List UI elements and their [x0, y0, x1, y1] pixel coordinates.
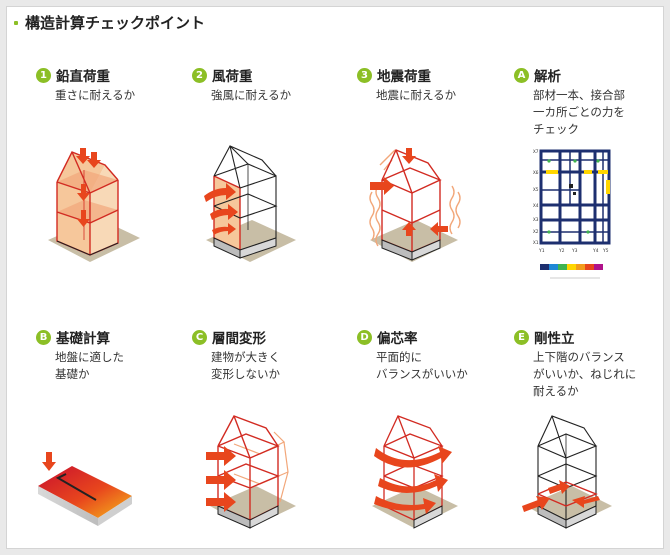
col-label: Y5 — [603, 248, 609, 254]
card-description: 平面的に バランスがいいか — [376, 350, 468, 381]
row-label: X4 — [533, 203, 539, 209]
card-analysis: A 解析 部材一本、接合部 一カ所ごとの力を チェック — [514, 66, 664, 138]
card-description: 地盤に適した 基礎か — [55, 350, 124, 381]
color-scale-legend — [540, 264, 603, 279]
card-description: 建物が大きく 変形しないか — [211, 350, 280, 381]
col-label: Y2 — [559, 248, 565, 254]
page-title-text: 構造計算チェックポイント — [25, 14, 206, 32]
card-description: 強風に耐えるか — [211, 88, 292, 102]
col-label: Y3 — [572, 248, 578, 254]
bullet-icon — [14, 20, 18, 25]
badge-letter: A — [514, 67, 529, 83]
row-label: X1 — [533, 240, 539, 246]
card-foundation: B 基礎計算 地盤に適した 基礎か — [36, 328, 186, 383]
card-story-drift: C 層間変形 建物が大きく 変形しないか — [192, 328, 342, 383]
foundation-slab-figure — [38, 452, 132, 526]
card-title: 風荷重 — [212, 69, 253, 85]
badge-number: 2 — [192, 67, 207, 83]
row-label: X6 — [533, 170, 539, 176]
card-description: 上下階のバランス がいいか、ねじれに 耐えるか — [533, 350, 637, 398]
vertical-load-house-figure — [48, 148, 140, 262]
card-title: 解析 — [534, 69, 561, 85]
badge-letter: E — [514, 329, 529, 345]
badge-letter: D — [357, 329, 372, 345]
content-panel — [6, 6, 664, 549]
card-vertical-load: 1 鉛直荷重 重さに耐えるか — [36, 66, 186, 104]
card-seismic-load: 3 地震荷重 地震に耐えるか — [357, 66, 507, 104]
card-eccentricity: D 偏芯率 平面的に バランスがいいか — [357, 328, 507, 383]
col-label: Y4 — [593, 248, 599, 254]
col-label: Y1 — [539, 248, 545, 254]
row-label: X5 — [533, 187, 539, 193]
analysis-frame-diagram: X7 X6 X5 X4 X3 X2 X1 Y1 Y2 Y3 Y4 Y5 — [532, 148, 612, 279]
card-description: 地震に耐えるか — [376, 88, 457, 102]
card-description: 重さに耐えるか — [55, 88, 136, 102]
badge-number: 1 — [36, 67, 51, 83]
card-title: 剛性立 — [534, 331, 575, 347]
stiffness-ratio-house-figure — [522, 415, 612, 529]
card-title: 鉛直荷重 — [56, 69, 110, 85]
badge-number: 3 — [357, 67, 372, 83]
card-wind-load: 2 風荷重 強風に耐えるか — [192, 66, 342, 104]
card-stiffness-ratio: E 剛性立 上下階のバランス がいいか、ねじれに 耐えるか — [514, 328, 664, 400]
wind-load-house-figure — [204, 145, 296, 262]
badge-letter: B — [36, 329, 51, 345]
card-title: 偏芯率 — [377, 331, 418, 347]
row-label: X3 — [533, 217, 539, 223]
badge-letter: C — [192, 329, 207, 345]
row-label: X2 — [533, 229, 539, 235]
eccentricity-house-figure — [372, 415, 458, 529]
row-label: X7 — [533, 149, 539, 155]
card-title: 基礎計算 — [56, 331, 110, 347]
seismic-load-house-figure — [369, 148, 461, 262]
page-title: 構造計算チェックポイント — [14, 12, 205, 33]
story-drift-house-figure — [206, 415, 296, 529]
card-title: 地震荷重 — [377, 69, 431, 85]
card-title: 層間変形 — [212, 331, 266, 347]
card-description: 部材一本、接合部 一カ所ごとの力を チェック — [533, 88, 625, 136]
